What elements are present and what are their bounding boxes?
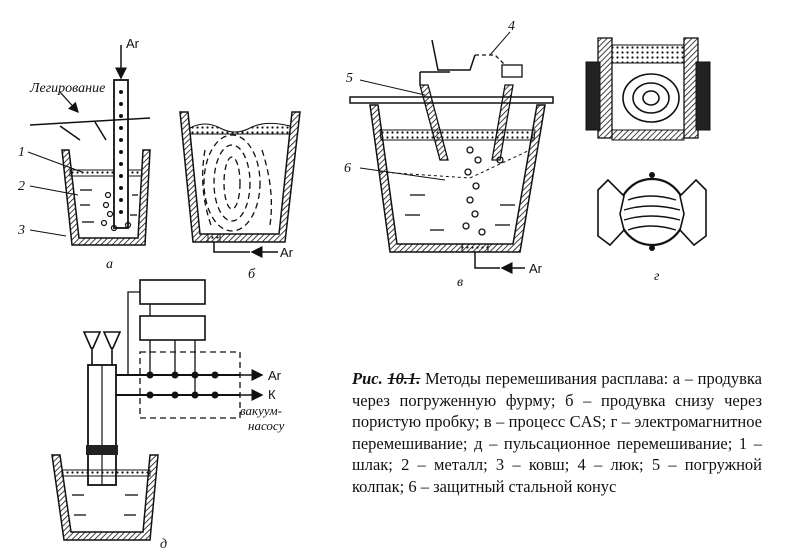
label-ar-b: Ar [280, 245, 294, 260]
panel-label-v: в [457, 275, 463, 290]
caption-prefix: Рис. [352, 369, 383, 388]
label-vacuum: вакуум- [240, 403, 282, 418]
diagram-d-pulsation: Ar К вакуум- насосу д [51, 279, 285, 552]
label-k: К [268, 387, 276, 402]
panel-label-d: д [160, 537, 167, 552]
diagram-g-em-stirring: г [585, 37, 711, 284]
caption-struck-number: 10.1. [387, 369, 421, 388]
callout-2: 2 [18, 179, 25, 194]
diagram-v-cas-process: Ar 5 6 4 в [344, 19, 554, 290]
label-ar-a: Ar [126, 36, 140, 51]
panel-label-a: а [106, 257, 113, 272]
callout-3: 3 [17, 223, 25, 238]
diagram-a-lance-injection: Ar Легирование 1 2 3 а [17, 36, 151, 272]
diagram-b-porous-plug: Ar б [179, 111, 301, 282]
label-alloying: Легирование [29, 81, 105, 96]
callout-6: 6 [344, 161, 351, 176]
figure-caption: Рис. 10.1. Методы перемешивания расплава… [352, 368, 762, 497]
callout-1: 1 [18, 145, 25, 160]
callout-4: 4 [508, 19, 515, 34]
label-ar-v: Ar [529, 261, 543, 276]
caption-text: Методы перемешивания расплава: а – проду… [352, 369, 763, 496]
label-pumps: насосу [248, 418, 285, 433]
callout-5: 5 [346, 71, 353, 86]
panel-label-b: б [248, 267, 256, 282]
label-ar-d: Ar [268, 368, 282, 383]
panel-label-g: г [654, 269, 660, 284]
